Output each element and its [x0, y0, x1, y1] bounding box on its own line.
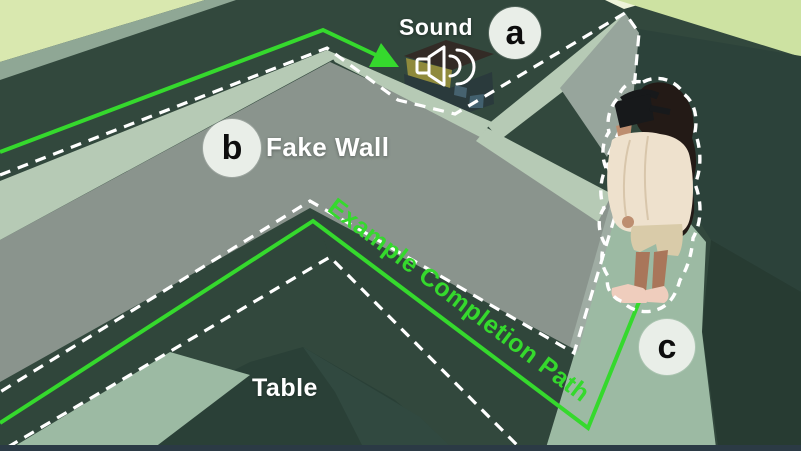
user-leg-back: [652, 250, 668, 290]
fake-wall-front-face: [0, 62, 612, 382]
corridor-dashed-outline: [7, 254, 522, 450]
table-label: Table: [252, 374, 318, 402]
user-shoe-back: [644, 286, 669, 303]
fake-wall-end-face: [570, 198, 618, 352]
ceiling-top-left: [0, 0, 236, 80]
fake-wall-label: Fake Wall: [266, 132, 390, 162]
wall-top-middle: [327, 50, 492, 137]
marker-a: a: [489, 7, 541, 59]
wall-top-lower-arm: [476, 128, 612, 222]
vr-headset: [614, 89, 671, 128]
user-jacket: [607, 132, 693, 234]
user-leg-front: [634, 252, 650, 292]
ceiling-top-right: [605, 0, 801, 57]
marker-b-letter: b: [221, 129, 243, 167]
sound-label: Sound: [399, 14, 474, 40]
completion-path-upper-line: [0, 27, 377, 154]
marker-c: c: [639, 319, 695, 375]
table-shape: [120, 347, 455, 451]
user-dashed-outline: [597, 76, 702, 314]
wall-top-left-arm: [0, 50, 336, 240]
user-shoe-front: [611, 284, 649, 303]
speaker-icon: [415, 45, 476, 87]
user-hand: [622, 216, 634, 228]
bottom-bar: [0, 445, 801, 451]
vr-user: [597, 76, 702, 314]
completion-path: [0, 27, 645, 432]
completion-path-lower-line: [0, 218, 645, 432]
fake-wall: [0, 13, 639, 382]
marker-b: b: [203, 119, 261, 177]
user-shorts: [630, 224, 683, 256]
marker-c-letter: c: [657, 328, 677, 366]
marker-a-letter: a: [505, 14, 525, 52]
path-arrowhead: [369, 43, 399, 67]
